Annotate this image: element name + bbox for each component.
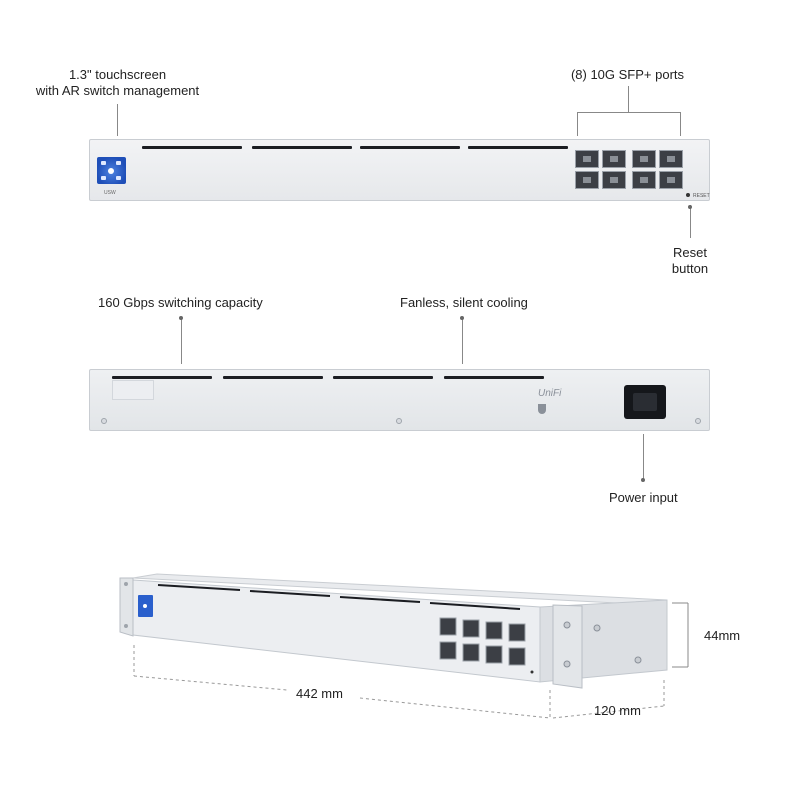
sfp-bracket-left <box>577 112 578 136</box>
sfp-port[interactable] <box>575 150 599 168</box>
ear-screw <box>124 624 128 628</box>
iso-sfp-ports <box>439 617 526 666</box>
power-leader-dot <box>641 478 645 482</box>
dim-depth-line <box>552 705 665 719</box>
reset-callout-line1: Reset <box>673 245 707 260</box>
cooling-leader <box>462 318 463 364</box>
switching-leader-dot <box>179 316 183 320</box>
sfp-port[interactable] <box>632 171 656 189</box>
power-leader <box>643 434 644 480</box>
sfp-port[interactable] <box>632 150 656 168</box>
front-vent-3 <box>360 146 460 149</box>
touchscreen[interactable] <box>97 157 126 184</box>
touchscreen-callout-line2: with AR switch management <box>35 83 200 98</box>
screw <box>396 418 402 424</box>
touchscreen-callout-line1: 1.3" touchscreen <box>68 67 167 82</box>
iso-vent <box>157 584 241 591</box>
sfp-port-group <box>575 150 685 190</box>
dim-width-line-1 <box>133 675 288 691</box>
back-vent-1 <box>112 376 212 379</box>
front-panel: USW RESET <box>89 139 710 201</box>
dim-width-line-2 <box>359 697 551 719</box>
sfp-port[interactable] <box>602 150 626 168</box>
screen-label: USW <box>104 190 116 196</box>
dim-height-label: 44mm <box>704 628 741 643</box>
ear-screw <box>563 621 571 629</box>
cooling-leader-dot <box>460 316 464 320</box>
rack-ear-right <box>552 604 583 689</box>
back-recess <box>112 380 154 400</box>
dim-width-label: 442 mm <box>296 686 343 701</box>
front-vent-4 <box>468 146 568 149</box>
cooling-callout: Fanless, silent cooling <box>400 295 528 310</box>
sfp-leader-top <box>628 86 629 112</box>
reset-leader-dot <box>688 205 692 209</box>
reset-leader <box>690 205 691 238</box>
sfp-port[interactable] <box>659 150 683 168</box>
sfp-port[interactable] <box>575 171 599 189</box>
touchscreen-callout: 1.3" touchscreen with AR switch manageme… <box>30 67 205 99</box>
sfp-port[interactable] <box>659 171 683 189</box>
iso-vent <box>429 602 521 610</box>
reset-label: RESET <box>693 193 710 199</box>
back-panel: UniFi <box>89 369 710 431</box>
iso-vent <box>339 596 421 603</box>
sfp-port[interactable] <box>602 171 626 189</box>
reset-callout: Reset button <box>655 245 725 277</box>
dim-depth-label: 120 mm <box>594 703 641 718</box>
rack-ear-left <box>119 577 134 637</box>
reset-callout-line2: button <box>671 261 709 276</box>
switching-callout: 160 Gbps switching capacity <box>98 295 263 310</box>
iso-reset-button <box>530 670 534 674</box>
power-inlet[interactable] <box>624 385 666 419</box>
touchscreen-leader <box>117 104 118 136</box>
ubiquiti-logo-icon <box>538 404 546 414</box>
sfp-ports-callout: (8) 10G SFP+ ports <box>570 67 685 82</box>
front-vent-2 <box>252 146 352 149</box>
front-vent-1 <box>142 146 242 149</box>
iso-vent <box>249 590 331 597</box>
back-vent-3 <box>333 376 433 379</box>
power-callout: Power input <box>609 490 678 505</box>
brand-logo: UniFi <box>538 388 562 399</box>
back-vent-2 <box>223 376 323 379</box>
switching-leader <box>181 318 182 364</box>
ear-screw <box>124 582 128 586</box>
ear-screw <box>563 660 571 668</box>
side-screw <box>593 624 601 632</box>
sfp-bracket <box>577 112 680 113</box>
sfp-bracket-right <box>680 112 681 136</box>
screw <box>695 418 701 424</box>
reset-button[interactable] <box>686 193 690 197</box>
side-screw <box>634 656 642 664</box>
screw <box>101 418 107 424</box>
back-vent-4 <box>444 376 544 379</box>
